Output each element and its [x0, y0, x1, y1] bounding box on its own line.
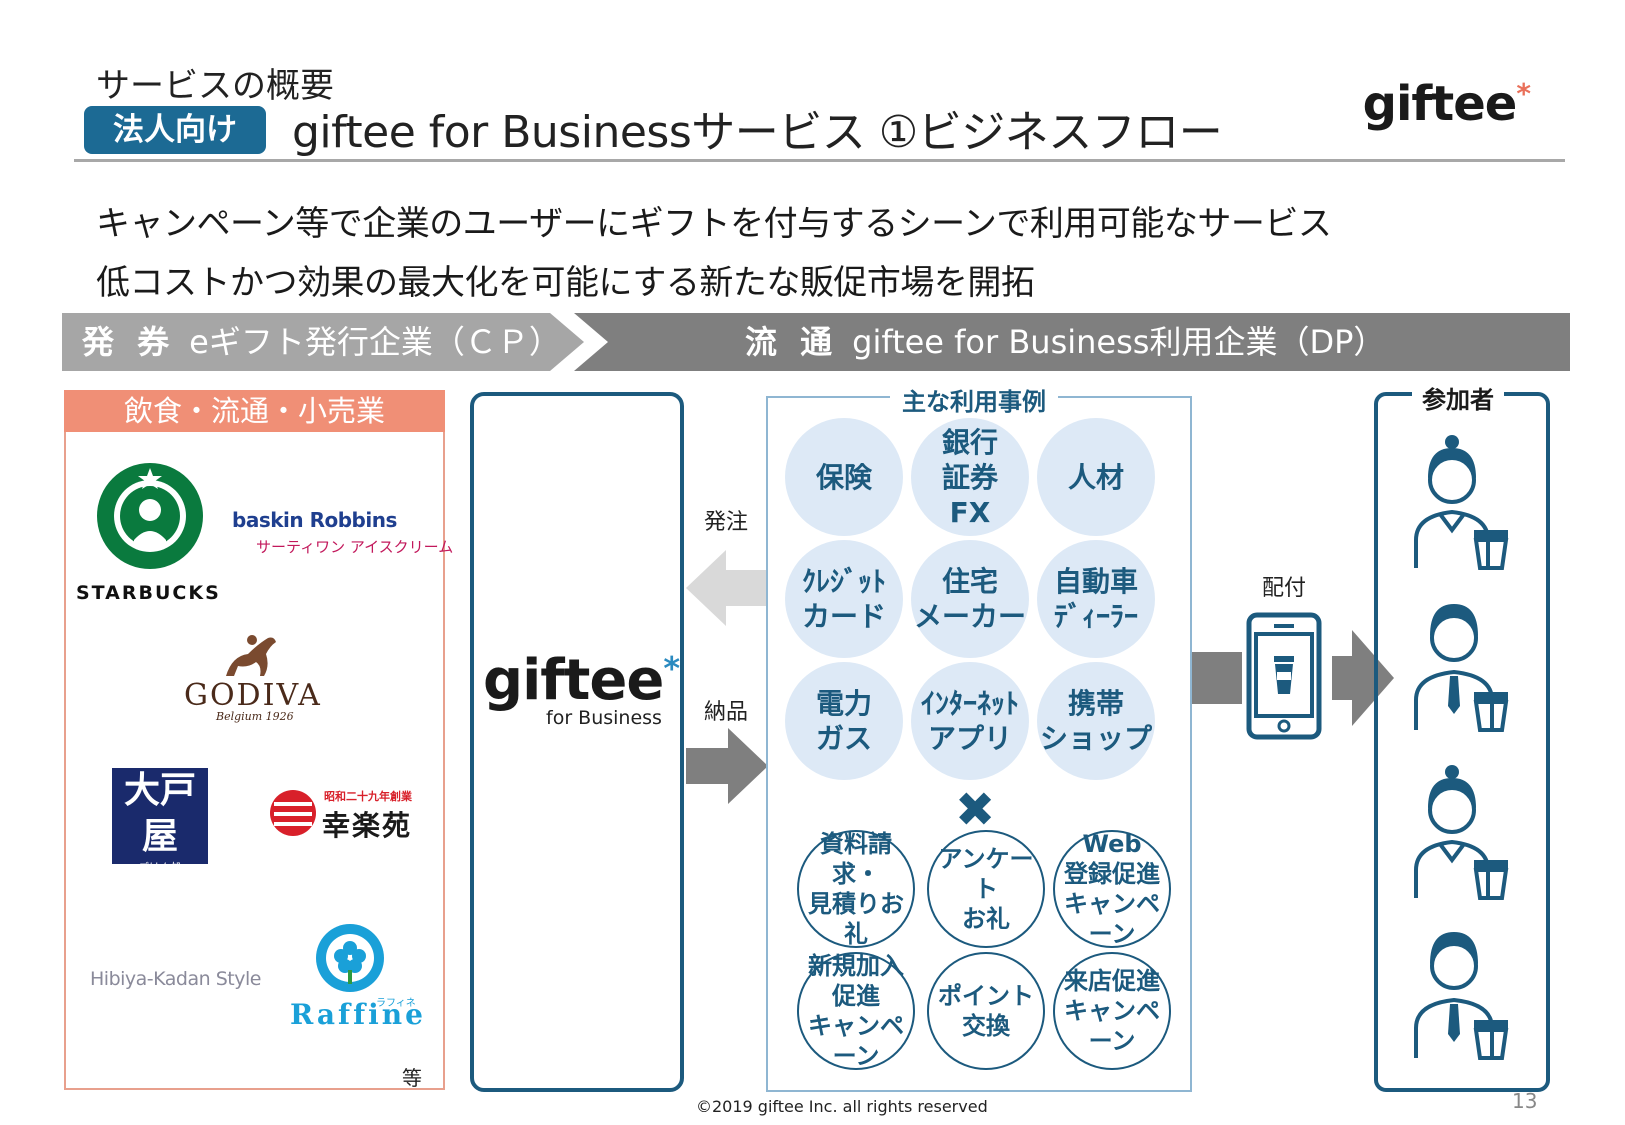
- kourakuen-mark-icon: [270, 790, 316, 836]
- smartphone-gift-icon: [1246, 612, 1322, 740]
- raffine-katakana: ラフィネ: [376, 998, 416, 1009]
- participant-man-icon: [1414, 604, 1509, 732]
- order-label: 発注: [704, 510, 749, 535]
- raffine-flower-icon: [316, 924, 384, 992]
- industry-credit-card: ｸﾚｼﾞｯﾄ カード: [785, 540, 903, 658]
- giftee-logo-text: giftee: [1362, 76, 1518, 132]
- giftee-business-logo: giftee*: [483, 648, 680, 713]
- band-issuing: [62, 313, 584, 371]
- baskin-robbins-logo: baskin Robbins: [232, 508, 397, 532]
- lead-line-1: キャンペーン等で企業のユーザーにギフトを付与するシーンで利用可能なサービス: [96, 204, 1332, 244]
- band-right-bold: 流 通: [745, 323, 839, 361]
- starbucks-wordmark: STARBUCKS: [76, 582, 221, 604]
- participants-heading: 参加者: [1412, 380, 1504, 415]
- band-left-bold: 発 券: [82, 323, 176, 361]
- ootoya-logo: 大戸屋 ごはん処 OOTOYA: [112, 768, 208, 892]
- participant-woman-icon: [1414, 435, 1509, 570]
- distribution-bar-icon: [1192, 652, 1242, 704]
- participant-man-icon: [1414, 932, 1509, 1060]
- use-web-signup: Web 登録促進 キャンペーン: [1053, 830, 1171, 948]
- cross-icon: ✖: [955, 782, 996, 838]
- distribution-label: 配付: [1262, 576, 1307, 601]
- band-left-label: 発 券 eギフト発行企業（ＣＰ）: [62, 313, 587, 371]
- band-left-text: eギフト発行企業（ＣＰ）: [189, 323, 561, 361]
- industry-internet-app: ｲﾝﾀｰﾈｯﾄ アプリ: [911, 662, 1029, 780]
- industry-utilities: 電力 ガス: [785, 662, 903, 780]
- use-quote-thanks: 資料請求・ 見積りお礼: [797, 830, 915, 948]
- order-arrow-icon: [686, 550, 768, 626]
- band-right-label: 流 通 giftee for Business利用企業（DP）: [580, 313, 1570, 371]
- industry-housing: 住宅 メーカー: [911, 540, 1029, 658]
- section-subtitle: サービスの概要: [96, 66, 334, 106]
- distribution-arrow-icon: [1332, 630, 1394, 726]
- page-title: giftee for Businessサービス ①ビジネスフロー: [292, 107, 1223, 158]
- page-number: 13: [1512, 1089, 1538, 1113]
- band-right-text: giftee for Business利用企業（DP）: [852, 323, 1386, 361]
- godiva-horse-icon: [226, 635, 276, 676]
- giftee-logo-mark: *: [1516, 77, 1531, 110]
- copyright: ©2019 giftee Inc. all rights reserved: [696, 1097, 988, 1116]
- godiva-wordmark: GODIVA: [184, 678, 322, 713]
- godiva-tagline: Belgium 1926: [216, 710, 294, 723]
- industry-auto-dealer: 自動車 ﾃﾞｨｰﾗｰ: [1037, 540, 1155, 658]
- industry-mobile-shop: 携帯 ショップ: [1037, 662, 1155, 780]
- use-store-visit: 来店促進 キャンペーン: [1053, 952, 1171, 1070]
- industry-hr: 人材: [1037, 418, 1155, 536]
- giftee-logo: giftee*: [1362, 76, 1531, 132]
- corporate-badge: 法人向け: [84, 106, 266, 154]
- ootoya-sub: ごはん処: [138, 861, 182, 874]
- title-divider: [74, 159, 1565, 162]
- kourakuen-founded: 昭和二十九年創業: [324, 790, 412, 803]
- use-new-subscription: 新規加入 促進 キャンペーン: [797, 952, 915, 1070]
- giftee-business-box: [470, 392, 684, 1092]
- deliver-label: 納品: [704, 700, 749, 725]
- flow-band: [62, 313, 1570, 371]
- participant-woman-icon: [1414, 765, 1509, 900]
- giftee-business-sub: for Business: [546, 707, 662, 729]
- band-distribution: [574, 313, 1570, 371]
- use-cases-heading: 主な利用事例: [890, 382, 1058, 417]
- hibiya-kadan-logo: Hibiya-Kadan Style: [90, 968, 261, 990]
- ootoya-kanji: 大戸屋: [123, 770, 196, 857]
- etc-label: 等: [402, 1066, 422, 1090]
- use-survey-thanks: アンケート お礼: [927, 830, 1045, 948]
- industry-banking: 銀行 証券 FX: [911, 418, 1029, 536]
- issuer-heading: 飲食・流通・小売業: [64, 390, 445, 432]
- kourakuen-wordmark: 幸楽苑: [322, 809, 413, 842]
- lead-line-2: 低コストかつ効果の最大化を可能にする新たな販促市場を開拓: [96, 263, 1035, 303]
- raffine-wordmark: Raffine: [290, 998, 426, 1031]
- baskin-robbins-jp: サーティワン アイスクリーム: [256, 538, 454, 556]
- giftee-business-logo-text: giftee: [483, 648, 664, 713]
- use-point-exchange: ポイント 交換: [927, 952, 1045, 1070]
- ootoya-roman: OOTOYA: [132, 878, 188, 892]
- starbucks-logo: [97, 463, 203, 569]
- deliver-arrow-icon: [686, 728, 768, 804]
- giftee-business-logo-mark: *: [663, 649, 680, 688]
- industry-insurance: 保険: [785, 418, 903, 536]
